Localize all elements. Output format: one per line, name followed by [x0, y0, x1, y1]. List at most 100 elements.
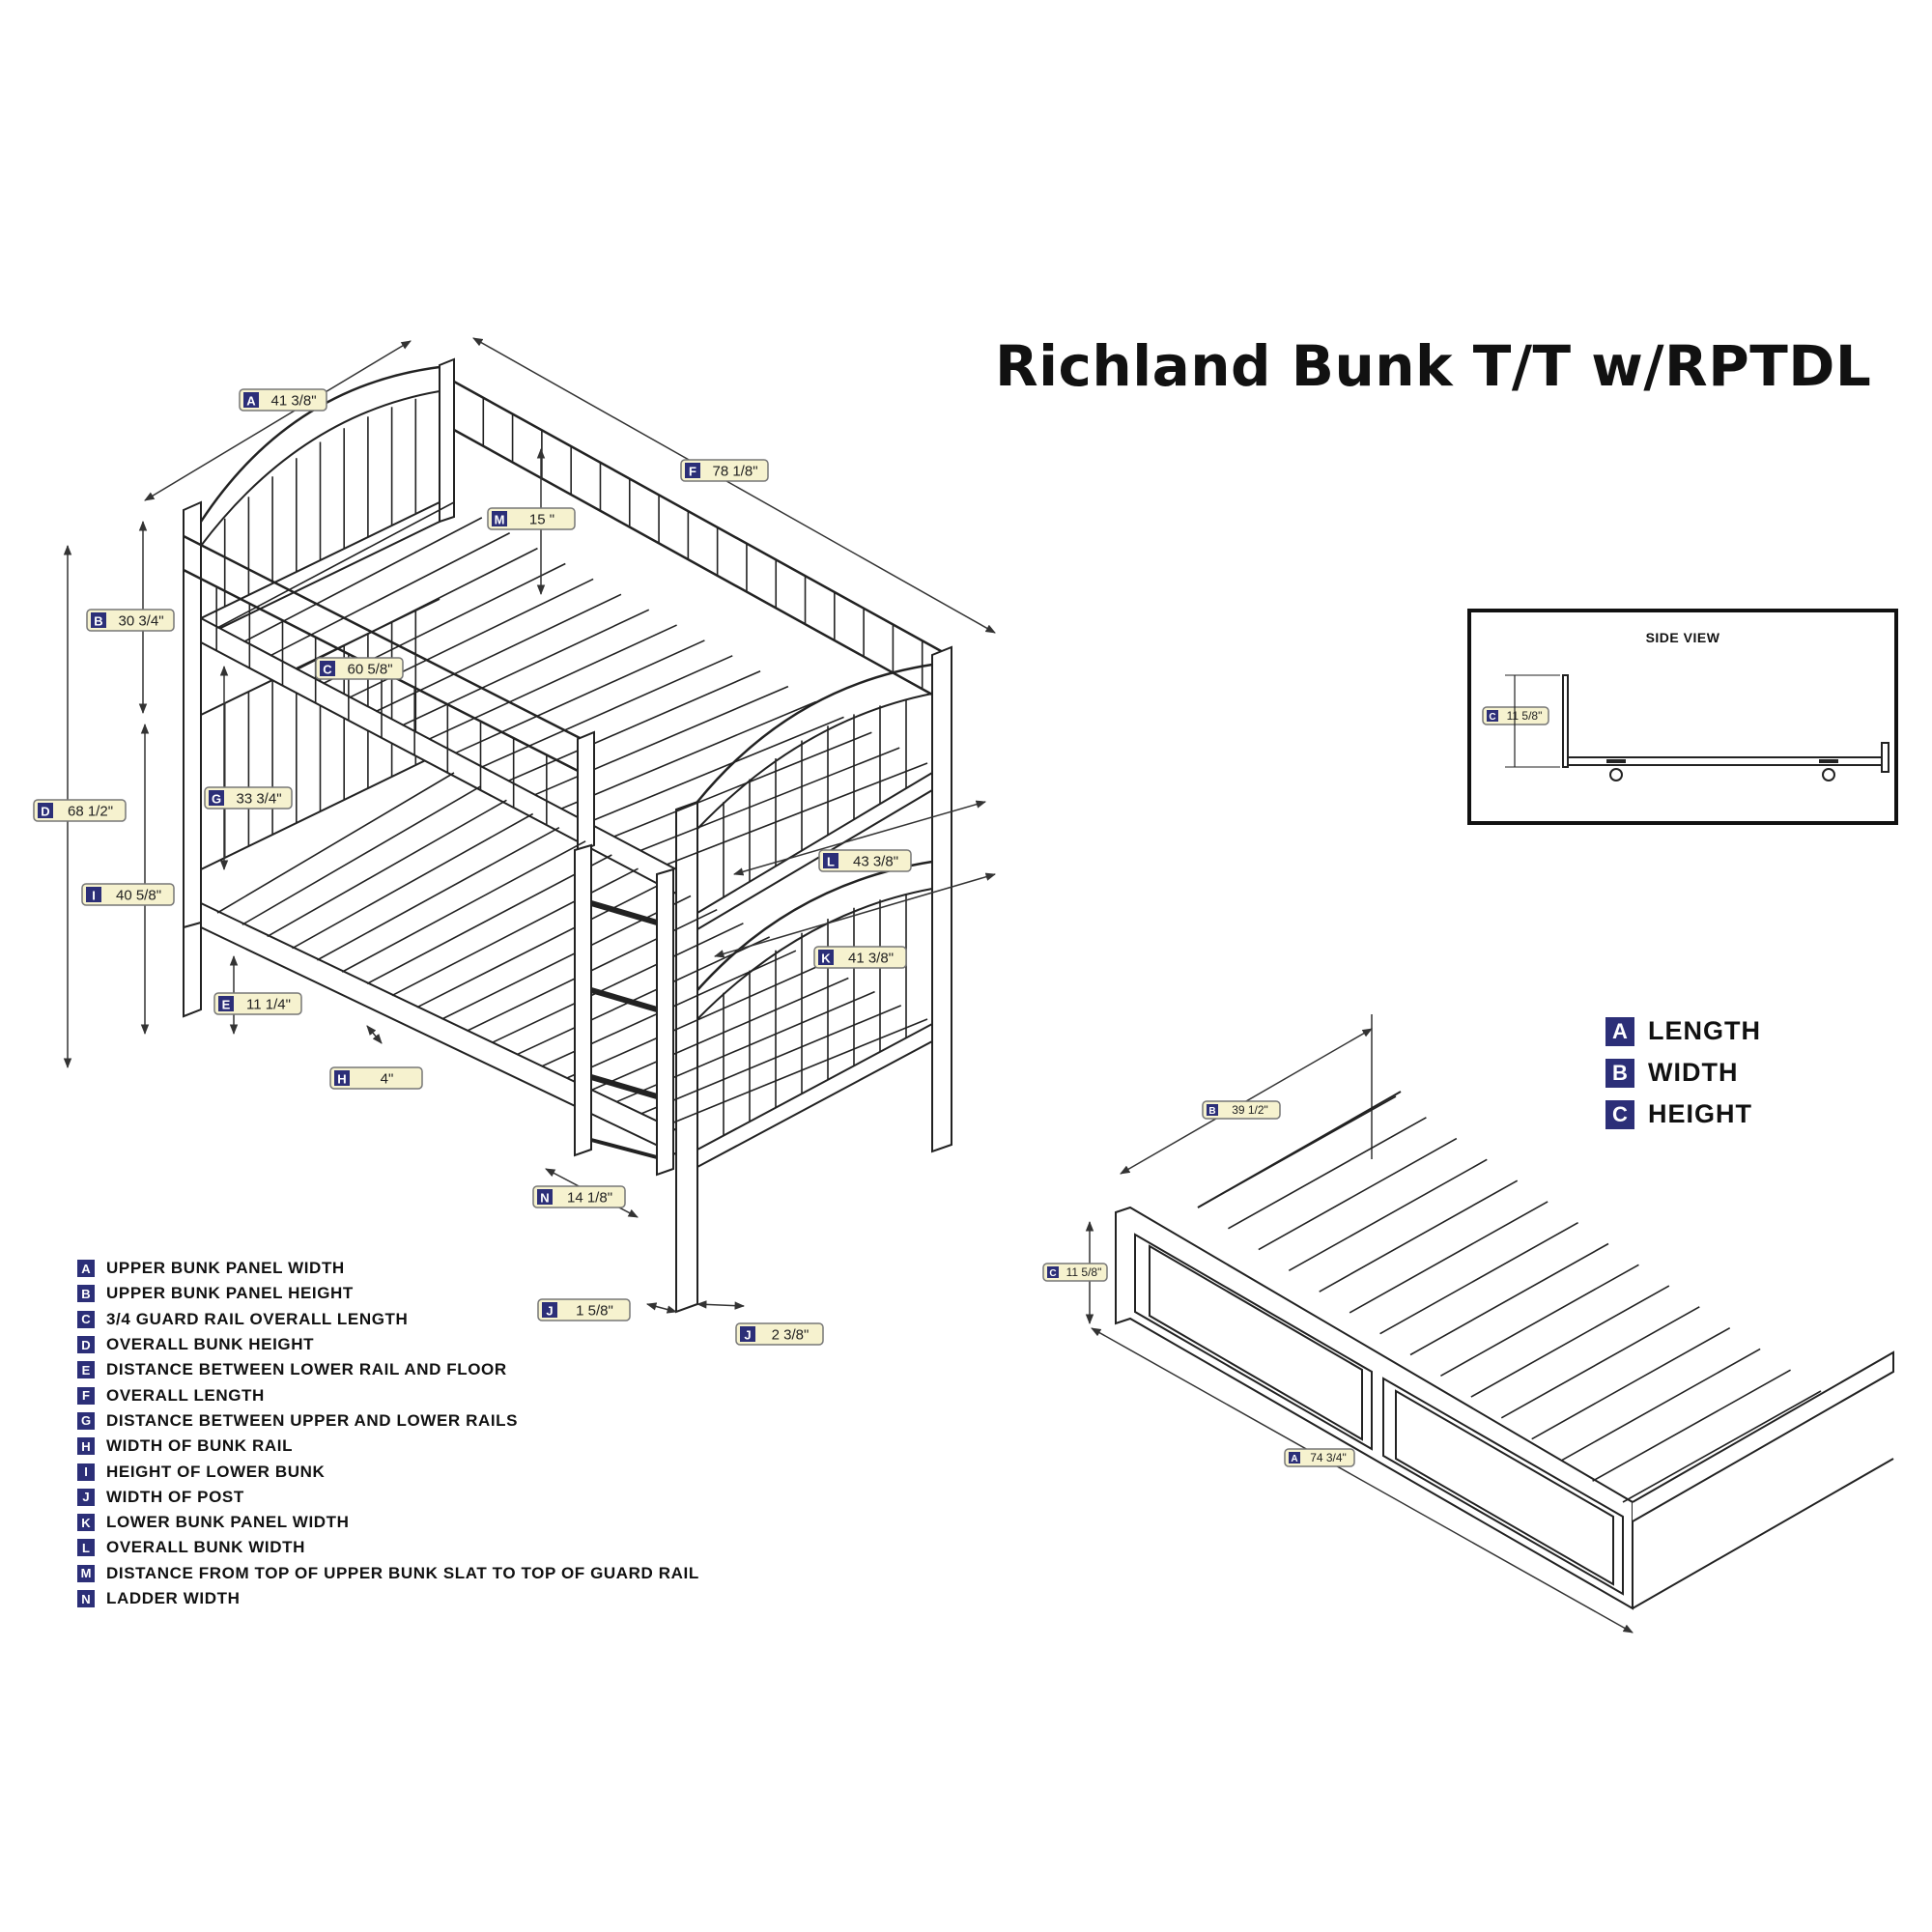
- key-row-length: A LENGTH: [1605, 1010, 1761, 1052]
- legend-text: 3/4 GUARD RAIL OVERALL LENGTH: [106, 1309, 409, 1328]
- callout-letter: N: [540, 1190, 549, 1205]
- legend-item: M DISTANCE FROM TOP OF UPPER BUNK SLAT TO…: [77, 1561, 699, 1586]
- legend-text: UPPER BUNK PANEL WIDTH: [106, 1259, 345, 1278]
- legend-badge: E: [77, 1361, 95, 1379]
- legend-badge: J: [77, 1488, 95, 1506]
- callout-value: 78 1/8": [712, 463, 757, 479]
- key-badge: B: [1605, 1058, 1634, 1088]
- key-row-width: B WIDTH: [1605, 1052, 1761, 1094]
- callout-letter: B: [1208, 1106, 1215, 1117]
- legend-item: J WIDTH OF POST: [77, 1485, 699, 1510]
- legend-badge: H: [77, 1437, 95, 1456]
- callout-d: D 68 1/2": [33, 799, 127, 822]
- callout-a74: A 74 3/4": [1284, 1448, 1355, 1467]
- legend-text: OVERALL BUNK HEIGHT: [106, 1335, 315, 1354]
- callout-a41: A 41 3/8": [239, 388, 327, 412]
- callout-c60: C 60 5/8": [315, 657, 404, 680]
- callout-value: 11 5/8": [1507, 709, 1543, 723]
- legend-text: HEIGHT OF LOWER BUNK: [106, 1462, 326, 1481]
- callout-k: K 41 3/8": [813, 946, 907, 969]
- callout-value: 68 1/2": [68, 803, 113, 819]
- side-view-drawing: [1505, 674, 1889, 781]
- callout-letter: D: [41, 804, 49, 818]
- callout-i: I 40 5/8": [81, 883, 175, 906]
- callout-value: 41 3/8": [848, 950, 894, 966]
- callout-letter: A: [246, 393, 256, 408]
- callout-value: 33 3/4": [236, 790, 281, 807]
- legend-badge: B: [77, 1285, 95, 1303]
- callout-letter: M: [495, 512, 505, 526]
- callout-value: 30 3/4": [118, 612, 163, 629]
- key-label: WIDTH: [1648, 1058, 1739, 1087]
- legend-text: DISTANCE FROM TOP OF UPPER BUNK SLAT TO …: [106, 1563, 699, 1582]
- key-label: LENGTH: [1648, 1016, 1761, 1045]
- callout-m: M 15 ": [487, 507, 576, 530]
- trundle-drawing: [1115, 1091, 1894, 1610]
- callout-letter: K: [821, 951, 831, 965]
- legend-list: A UPPER BUNK PANEL WIDTH B UPPER BUNK PANE…: [77, 1256, 699, 1611]
- key-badge: C: [1605, 1099, 1634, 1129]
- legend-text: WIDTH OF POST: [106, 1487, 244, 1506]
- legend-item: C 3/4 GUARD RAIL OVERALL LENGTH: [77, 1307, 699, 1332]
- side-view-title: SIDE VIEW: [1645, 630, 1720, 645]
- callout-letter: C: [1489, 712, 1495, 723]
- callout-value: 41 3/8": [270, 392, 316, 409]
- key-label: HEIGHT: [1648, 1099, 1753, 1128]
- legend-item: L OVERALL BUNK WIDTH: [77, 1535, 699, 1560]
- callout-letter: C: [323, 662, 332, 676]
- legend-text: OVERALL BUNK WIDTH: [106, 1538, 305, 1557]
- legend-text: OVERALL LENGTH: [106, 1385, 265, 1405]
- legend-badge: K: [77, 1514, 95, 1532]
- legend-item: H WIDTH OF BUNK RAIL: [77, 1434, 699, 1459]
- legend-badge: A: [77, 1260, 95, 1278]
- dimension-lines: [63, 337, 1634, 1634]
- legend-badge: C: [77, 1310, 95, 1328]
- callout-letter: A: [1291, 1454, 1297, 1464]
- callout-letter: J: [546, 1303, 553, 1318]
- key-row-height: C HEIGHT: [1605, 1094, 1761, 1135]
- callout-j2: J 2 3/8": [735, 1322, 824, 1346]
- callout-value: 14 1/8": [567, 1189, 612, 1206]
- legend-badge: F: [77, 1386, 95, 1405]
- callout-letter: E: [222, 997, 231, 1011]
- legend-text: UPPER BUNK PANEL HEIGHT: [106, 1284, 354, 1303]
- legend-text: WIDTH OF BUNK RAIL: [106, 1436, 294, 1456]
- legend-item: I HEIGHT OF LOWER BUNK: [77, 1459, 699, 1484]
- legend-badge: D: [77, 1336, 95, 1354]
- legend-item: E DISTANCE BETWEEN LOWER RAIL AND FLOOR: [77, 1357, 699, 1382]
- legend-badge: I: [77, 1463, 95, 1481]
- legend-text: DISTANCE BETWEEN LOWER RAIL AND FLOOR: [106, 1360, 507, 1379]
- callout-svc: C 11 5/8": [1482, 706, 1549, 725]
- key-badge: A: [1605, 1016, 1634, 1046]
- callout-letter: H: [337, 1071, 346, 1086]
- side-view-box: SIDE VIEW: [1467, 609, 1898, 825]
- legend-item: B UPPER BUNK PANEL HEIGHT: [77, 1281, 699, 1306]
- callout-value: 60 5/8": [347, 661, 392, 677]
- callout-value: 40 5/8": [116, 887, 161, 903]
- legend-badge: N: [77, 1590, 95, 1607]
- callout-value: 74 3/4": [1310, 1451, 1347, 1464]
- legend-badge: L: [77, 1539, 95, 1557]
- legend-badge: M: [77, 1564, 95, 1582]
- dimension-key: A LENGTH B WIDTH C HEIGHT: [1605, 1010, 1761, 1135]
- legend-badge: G: [77, 1411, 95, 1430]
- callout-n: N 14 1/8": [532, 1185, 626, 1208]
- callout-letter: I: [92, 888, 96, 902]
- callout-value: 39 1/2": [1232, 1103, 1268, 1117]
- callout-value: 15 ": [529, 511, 554, 527]
- legend-item: D OVERALL BUNK HEIGHT: [77, 1332, 699, 1357]
- callout-letter: J: [744, 1327, 751, 1342]
- callout-value: 2 3/8": [772, 1326, 810, 1343]
- bunk-bed-drawing: [183, 357, 952, 1314]
- callout-value: 43 3/8": [853, 853, 898, 869]
